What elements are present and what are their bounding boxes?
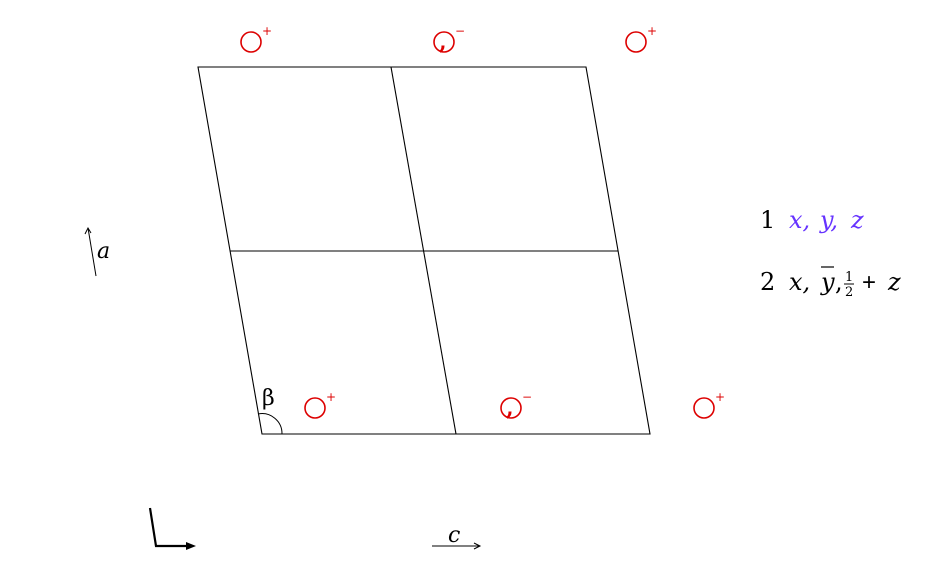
- c-axis-indicator: c: [432, 523, 482, 550]
- beta-angle-arc: [257, 413, 283, 435]
- svg-text:z: z: [850, 206, 864, 234]
- symbol-plus-bottom-left: +: [304, 390, 336, 419]
- svg-text:+: +: [862, 269, 876, 296]
- a-axis-indicator: a: [84, 226, 110, 277]
- svg-text:−: −: [522, 390, 532, 404]
- svg-text:y: y: [820, 268, 835, 296]
- svg-text:+: +: [326, 390, 336, 404]
- svg-text:1: 1: [845, 270, 853, 285]
- position-line-2: 2 x, y , 1 2 + z: [760, 266, 901, 300]
- symbol-minus-comma-bottom: , −: [500, 390, 532, 421]
- symbol-plus-top-left: +: [240, 24, 272, 53]
- svg-text:,: ,: [439, 29, 447, 55]
- svg-text:z: z: [887, 268, 901, 296]
- c-axis-label: c: [448, 523, 460, 548]
- svg-text:,: ,: [835, 268, 843, 296]
- svg-text:+: +: [715, 390, 725, 404]
- symbol-minus-comma-top: , −: [433, 24, 465, 55]
- position-line-1: 1 x, y, z: [760, 206, 864, 234]
- unit-cell-grid: [197, 66, 651, 435]
- symbol-plus-bottom-right: +: [693, 390, 725, 419]
- svg-text:x,: x,: [789, 268, 810, 296]
- svg-text:x,: x,: [789, 206, 810, 234]
- a-axis-label: a: [97, 239, 110, 264]
- symbol-plus-top-right: +: [625, 24, 657, 53]
- svg-text:2: 2: [845, 285, 853, 300]
- svg-text:−: −: [455, 24, 465, 38]
- svg-text:2: 2: [760, 268, 775, 296]
- svg-text:,: ,: [506, 395, 514, 421]
- beta-angle-label: β: [262, 386, 275, 411]
- svg-text:+: +: [647, 24, 657, 38]
- svg-text:1: 1: [760, 206, 775, 234]
- svg-text:y,: y,: [819, 206, 838, 234]
- svg-text:+: +: [262, 24, 272, 38]
- origin-corner-marker: [148, 507, 196, 550]
- cell-outline: [197, 66, 651, 435]
